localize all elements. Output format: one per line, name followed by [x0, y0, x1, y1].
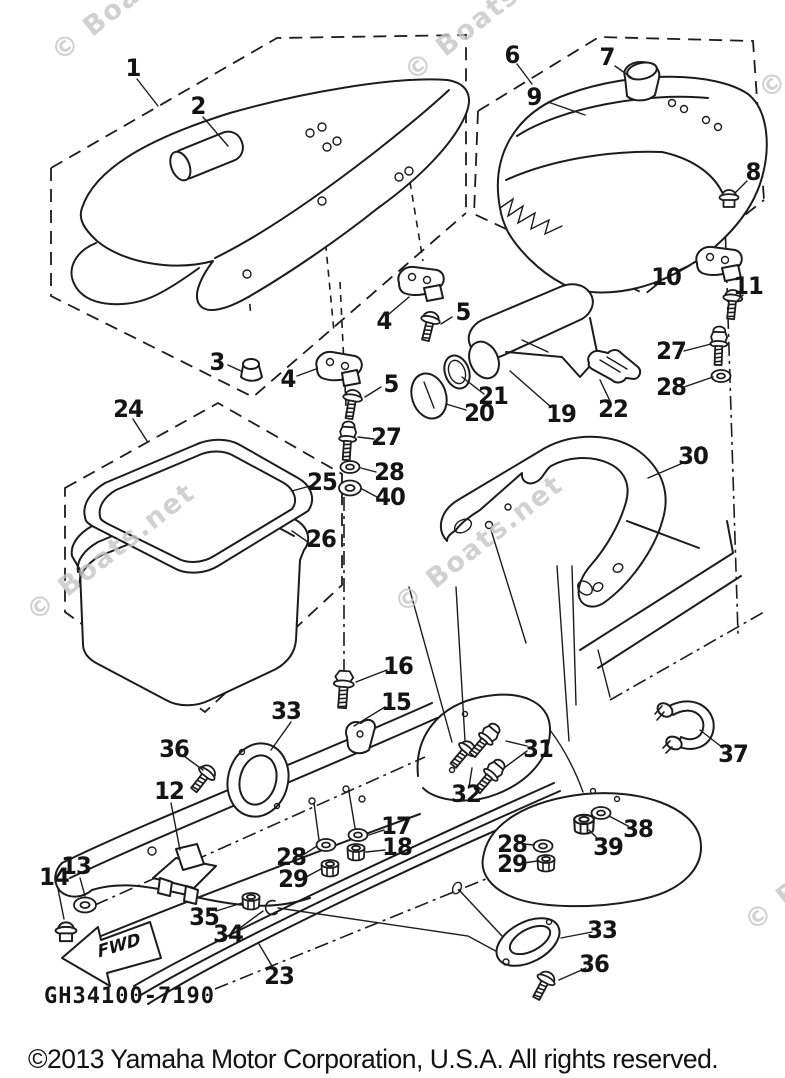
gasket-33-lower [495, 917, 561, 967]
callout-3[interactable]: 3 [209, 348, 226, 376]
grab-handle-30 [408, 435, 667, 743]
nut-18-icon [346, 843, 366, 862]
callout-18[interactable]: 18 [382, 833, 413, 861]
callout-10[interactable]: 10 [651, 263, 682, 291]
callout-34[interactable]: 34 [213, 920, 244, 948]
hook-37 [654, 700, 715, 754]
callout-5[interactable]: 5 [383, 370, 400, 398]
callout-8[interactable]: 8 [745, 158, 762, 186]
screw-5b-icon [338, 387, 365, 422]
callout-28[interactable]: 28 [276, 843, 307, 871]
ring-21 [443, 354, 471, 390]
washer-28r-icon [710, 369, 732, 383]
callout-12[interactable]: 12 [154, 777, 185, 805]
callout-32[interactable]: 32 [451, 780, 482, 808]
bolt-27m-icon [336, 420, 359, 462]
callout-25[interactable]: 25 [307, 468, 338, 496]
nut-29br-icon [536, 854, 556, 873]
callout-26[interactable]: 26 [306, 525, 337, 553]
callout-6[interactable]: 6 [504, 41, 521, 69]
callout-39[interactable]: 39 [593, 833, 624, 861]
storage-box [70, 438, 314, 707]
callout-33[interactable]: 33 [587, 916, 618, 944]
callout-24[interactable]: 24 [113, 395, 144, 423]
callout-29[interactable]: 29 [497, 850, 528, 878]
callout-4[interactable]: 4 [376, 307, 393, 335]
callout-31[interactable]: 31 [523, 735, 554, 763]
callout-19[interactable]: 19 [546, 400, 577, 428]
part-code: GH34100-7190 [44, 984, 215, 1009]
callout-38[interactable]: 38 [623, 815, 654, 843]
plug-14-icon [54, 921, 78, 943]
clip-34 [264, 899, 278, 916]
nut-29bl-icon [320, 859, 340, 878]
screw-5a-icon [415, 308, 443, 344]
callout-28[interactable]: 28 [497, 830, 528, 858]
callout-37[interactable]: 37 [718, 740, 749, 768]
callout-16[interactable]: 16 [383, 652, 414, 680]
screw-36b-icon [526, 967, 560, 1004]
seat-lock-knob [623, 61, 661, 102]
callout-20[interactable]: 20 [464, 399, 495, 427]
hinge-4-lower [315, 350, 363, 387]
callout-27[interactable]: 27 [656, 337, 687, 365]
washer-40-icon [338, 479, 362, 497]
damper-3 [240, 358, 263, 382]
callout-7[interactable]: 7 [599, 43, 616, 71]
callout-33[interactable]: 33 [271, 697, 302, 725]
callout-21[interactable]: 21 [478, 382, 509, 410]
callout-29[interactable]: 29 [278, 865, 309, 893]
leader-lines [57, 63, 748, 981]
callout-36[interactable]: 36 [579, 950, 610, 978]
callout-11[interactable]: 11 [733, 272, 764, 300]
front-seat [70, 78, 470, 428]
copyright-text: ©2013 Yamaha Motor Corporation, U.S.A. A… [28, 1044, 719, 1074]
deck-assembly [54, 520, 742, 1005]
callout-27[interactable]: 27 [371, 423, 402, 451]
lock-cylinder-19 [467, 283, 599, 380]
bolt-31a-icon [464, 719, 505, 762]
knob-20 [410, 372, 448, 420]
callout-4[interactable]: 4 [280, 365, 297, 393]
washer-38-icon [590, 806, 612, 820]
bolt-27r-icon [708, 325, 729, 367]
callout-30[interactable]: 30 [678, 442, 709, 470]
callout-28[interactable]: 28 [374, 458, 405, 486]
washer-28m-icon [339, 460, 361, 474]
fwd-arrow [61, 921, 162, 987]
screw-36a-icon [185, 760, 221, 797]
callout-22[interactable]: 22 [598, 395, 629, 423]
callout-9[interactable]: 9 [526, 83, 543, 111]
washer-13-icon [73, 896, 97, 914]
nut-35-icon [241, 892, 261, 911]
callout-40[interactable]: 40 [375, 483, 406, 511]
gasket-33-upper [226, 742, 290, 818]
latch-12 [152, 843, 217, 905]
callout-36[interactable]: 36 [159, 735, 190, 763]
callout-1[interactable]: 1 [125, 54, 142, 82]
callout-35[interactable]: 35 [189, 903, 220, 931]
callout-28[interactable]: 28 [656, 373, 687, 401]
washer-28br-icon [532, 839, 554, 853]
callout-5[interactable]: 5 [455, 298, 472, 326]
callout-17[interactable]: 17 [381, 812, 412, 840]
bolt-16-icon [331, 669, 356, 710]
rear-seat [496, 61, 768, 294]
callout-13[interactable]: 13 [61, 852, 92, 880]
callout-15[interactable]: 15 [381, 688, 412, 716]
washer-17-icon [347, 828, 369, 842]
callout-23[interactable]: 23 [264, 962, 295, 990]
bracket-22 [587, 349, 642, 384]
callout-14[interactable]: 14 [39, 863, 70, 891]
hinge-4-upper [397, 265, 445, 302]
callout-2[interactable]: 2 [190, 92, 207, 120]
washer-28bl-icon [315, 838, 337, 852]
hinge-10 [695, 245, 743, 282]
clamp-15 [345, 719, 376, 755]
